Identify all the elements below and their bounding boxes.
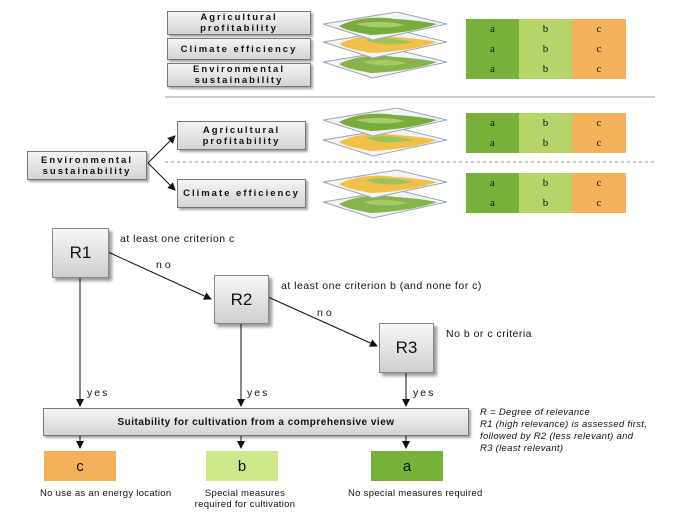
no-label-r2: no (317, 307, 335, 319)
rating-a-cell: a (466, 113, 519, 133)
caption-line: required for cultivation (194, 499, 296, 510)
yes-label-r2: yes (247, 387, 270, 399)
suitability-bar: Suitability for cultivation from a compr… (43, 408, 469, 436)
rating-a-cell: a (466, 39, 519, 59)
rating-row: a b c (466, 59, 626, 79)
caption-line: No special measures required (348, 488, 483, 499)
rating-row: a b c (466, 113, 626, 133)
outcome-b-box: b (206, 451, 278, 481)
outcome-a-caption: No special measures required (348, 488, 518, 499)
criterion-label: Agricultural profitability (200, 12, 278, 34)
rating-row: a b c (466, 19, 626, 39)
r1-label: R1 (69, 243, 92, 262)
outcome-a-box: a (371, 451, 443, 481)
rating-b-cell: b (519, 39, 572, 59)
suitability-title: Suitability for cultivation from a compr… (117, 416, 395, 428)
yes-label-r3: yes (413, 387, 436, 399)
r1-box: R1 (52, 228, 109, 278)
yes-label-r1: yes (87, 387, 110, 399)
outcome-c-box: c (44, 451, 116, 481)
criterion-agricultural-profitability: Agricultural profitability (167, 11, 311, 35)
branch-criterion-label: Climate efficiency (183, 188, 300, 199)
rating-b-cell: b (519, 193, 572, 213)
legend-line: R3 (least relevant) (480, 443, 564, 454)
source-criterion-box: Environmental sustainability (27, 151, 147, 180)
rating-c-cell: c (572, 19, 626, 39)
legend-line: R = Degree of relevance (480, 407, 591, 418)
r2-condition: at least one criterion b (and none for c… (281, 280, 482, 292)
no-label-r1: no (156, 259, 174, 271)
rating-c-cell: c (572, 193, 626, 213)
r2-box: R2 (214, 275, 269, 324)
rating-c-cell: c (572, 39, 626, 59)
rating-row: a b c (466, 193, 626, 213)
r3-box: R3 (379, 323, 434, 373)
layered-map-icon (322, 11, 448, 79)
rating-b-cell: b (519, 113, 572, 133)
rating-a-cell: a (466, 59, 519, 79)
rating-a-cell: a (466, 19, 519, 39)
outcome-b-caption: Special measures required for cultivatio… (190, 488, 300, 510)
rating-a-cell: a (466, 133, 519, 153)
layered-map-icon-climate (322, 169, 448, 219)
branch-arrow-agri (147, 135, 176, 164)
rating-c-cell: c (572, 133, 626, 153)
criterion-label: Climate efficiency (180, 43, 298, 55)
criterion-label: Environmental sustainability (193, 64, 285, 86)
rating-b-cell: b (519, 173, 572, 193)
criterion-climate-efficiency: Climate efficiency (167, 38, 311, 60)
r3-condition: No b or c criteria (446, 328, 533, 340)
caption-line: Special measures (204, 488, 286, 499)
layered-map-icon-agri (322, 107, 448, 157)
caption-line: No use as an energy location (40, 488, 172, 499)
arrow-r2-r3 (267, 296, 378, 347)
rating-b-cell: b (519, 133, 572, 153)
rating-c-cell: c (572, 113, 626, 133)
rating-row: a b c (466, 39, 626, 59)
rating-a-cell: a (466, 173, 519, 193)
rating-b-cell: b (519, 59, 572, 79)
r2-label: R2 (230, 289, 253, 309)
outcome-c-caption: No use as an energy location (40, 488, 210, 499)
legend-line: R1 (high relevance) is assessed first, (480, 419, 648, 430)
legend-line: followed by R2 (less relevant) and (480, 431, 634, 442)
rating-row: a b c (466, 173, 626, 193)
r3-label: R3 (395, 338, 418, 357)
branch-arrow-climate (147, 162, 176, 191)
branch-criterion-label: Agricultural profitability (202, 124, 281, 147)
source-criterion-label: Environmental sustainability (41, 154, 133, 177)
rating-row: a b c (466, 133, 626, 153)
relevance-legend: R = Degree of relevance R1 (high relevan… (480, 407, 647, 455)
branch-criterion-climate: Climate efficiency (177, 179, 306, 208)
arrow-r1-r2 (107, 251, 212, 300)
branch-criterion-agricultural: Agricultural profitability (177, 121, 306, 150)
criterion-environmental-sustainability: Environmental sustainability (167, 63, 311, 87)
r1-condition: at least one criterion c (120, 233, 235, 245)
rating-b-cell: b (519, 19, 572, 39)
rating-c-cell: c (572, 173, 626, 193)
rating-a-cell: a (466, 193, 519, 213)
rating-c-cell: c (572, 59, 626, 79)
